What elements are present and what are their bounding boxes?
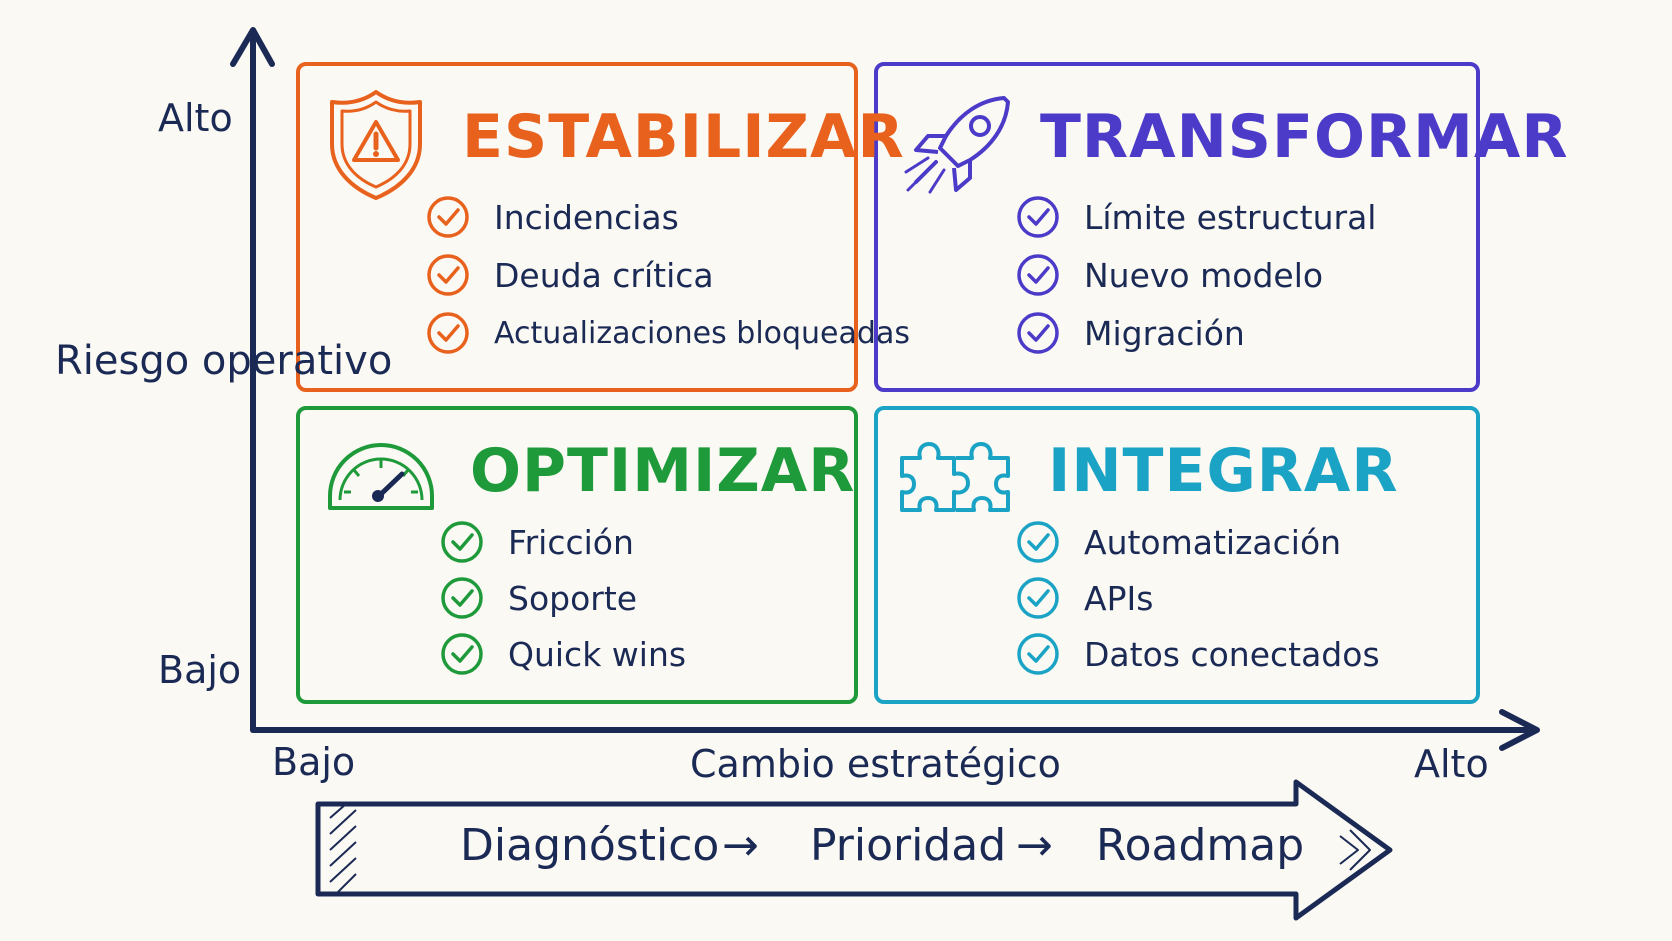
list-item: Nuevo modelo [1016, 246, 1376, 304]
list-item-label: Soporte [508, 578, 638, 618]
y-axis-title: Riesgo operativo [55, 338, 393, 384]
x-axis-high-label: Alto [1414, 742, 1489, 786]
check-circle-icon [441, 521, 483, 563]
check-circle-icon [1017, 633, 1059, 675]
check-circle-icon [1017, 196, 1059, 238]
check-circle-icon [441, 577, 483, 619]
quadrant-list-stabilize: Incidencias Deuda crítica Actualizacione… [426, 188, 910, 362]
flow-separator-arrow: → [1016, 820, 1053, 871]
flow-step-prioridad: Prioridad [810, 820, 1007, 871]
y-axis [230, 27, 275, 733]
check-circle-icon [1017, 521, 1059, 563]
quadrant-title-stabilize: ESTABILIZAR [462, 102, 905, 172]
list-item-label: APIs [1084, 578, 1154, 618]
quadrant-box-stabilize [296, 62, 858, 392]
shield-warning-icon [326, 88, 426, 206]
quadrant-box-transform [874, 62, 1480, 392]
list-item-label: Actualizaciones bloqueadas [494, 315, 910, 351]
list-item-label: Deuda crítica [494, 255, 714, 295]
list-item-label: Límite estructural [1084, 197, 1377, 237]
list-item-label: Automatización [1084, 522, 1342, 562]
flow-step-diagnostico: Diagnóstico [460, 820, 720, 871]
check-circle-icon [427, 254, 469, 296]
list-item: Fricción [440, 514, 686, 570]
x-axis-low-label: Bajo [272, 740, 356, 784]
rocket-icon [900, 92, 1014, 212]
x-axis [250, 709, 1540, 751]
quadrant-title-integrate: INTEGRAR [1048, 436, 1399, 506]
check-circle-icon [427, 312, 469, 354]
check-circle-icon [441, 633, 483, 675]
list-item: Migración [1016, 304, 1376, 362]
list-item: Actualizaciones bloqueadas [426, 304, 910, 362]
list-item-label: Migración [1084, 313, 1245, 353]
list-item-label: Datos conectados [1084, 634, 1380, 674]
quadrant-list-optimize: Fricción Soporte Quick wins [440, 514, 686, 682]
list-item: APIs [1016, 570, 1380, 626]
list-item: Soporte [440, 570, 686, 626]
check-circle-icon [1017, 577, 1059, 619]
list-item: Límite estructural [1016, 188, 1376, 246]
list-item-label: Incidencias [494, 197, 679, 237]
list-item-label: Nuevo modelo [1084, 255, 1324, 295]
flow-step-roadmap: Roadmap [1096, 820, 1305, 871]
flow-arrow [315, 779, 1393, 921]
x-axis-title: Cambio estratégico [690, 742, 1061, 786]
list-item-label: Quick wins [508, 634, 687, 674]
check-circle-icon [1017, 254, 1059, 296]
quadrant-title-transform: TRANSFORMAR [1040, 102, 1569, 172]
quadrant-title-optimize: OPTIMIZAR [470, 436, 856, 506]
puzzle-icon [896, 438, 1014, 522]
check-circle-icon [427, 196, 469, 238]
list-item: Datos conectados [1016, 626, 1380, 682]
check-circle-icon [1017, 312, 1059, 354]
y-axis-high-label: Alto [158, 96, 233, 140]
flow-separator-arrow: → [722, 820, 759, 871]
list-item: Incidencias [426, 188, 910, 246]
quadrant-box-optimize [296, 406, 858, 704]
y-axis-low-label: Bajo [158, 648, 242, 692]
list-item: Automatización [1016, 514, 1380, 570]
list-item: Quick wins [440, 626, 686, 682]
speedometer-icon [324, 434, 438, 520]
quadrant-list-integrate: Automatización APIs Datos conectados [1016, 514, 1380, 682]
quadrant-box-integrate [874, 406, 1480, 704]
list-item-label: Fricción [508, 522, 634, 562]
quadrant-list-transform: Límite estructural Nuevo modelo Migració… [1016, 188, 1376, 362]
list-item: Deuda crítica [426, 246, 910, 304]
